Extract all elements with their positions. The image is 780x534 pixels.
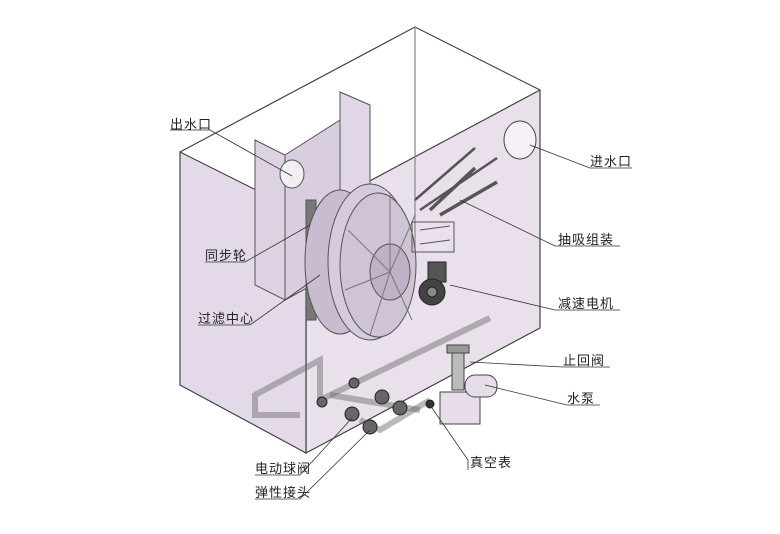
suction-frame: [411, 221, 455, 253]
suction-rods: [414, 147, 498, 217]
pump: [439, 344, 498, 425]
label-elastic-joint: 弹性接头: [255, 486, 312, 501]
label-vacuum-gauge: 真空表: [470, 456, 513, 471]
label-outlet: 出水口: [170, 118, 213, 133]
label-inlet: 进水口: [590, 155, 633, 170]
label-filter-center: 过滤中心: [198, 312, 255, 327]
gear-motor: [418, 261, 447, 306]
label-check-valve: 止回阀: [563, 354, 606, 369]
label-sync-wheel: 同步轮: [205, 249, 248, 264]
label-water-pump: 水泵: [567, 392, 596, 407]
label-suction-assembly: 抽吸组装: [558, 233, 615, 248]
filter-wheel: [304, 183, 417, 341]
label-electric-ball-valve: 电动球阀: [255, 462, 312, 477]
leader-lines: [170, 129, 632, 500]
label-gear-motor: 减速电机: [558, 297, 615, 312]
valves: [316, 377, 435, 435]
outlet-pipe: [279, 159, 305, 189]
inlet-pipe: [503, 120, 537, 160]
